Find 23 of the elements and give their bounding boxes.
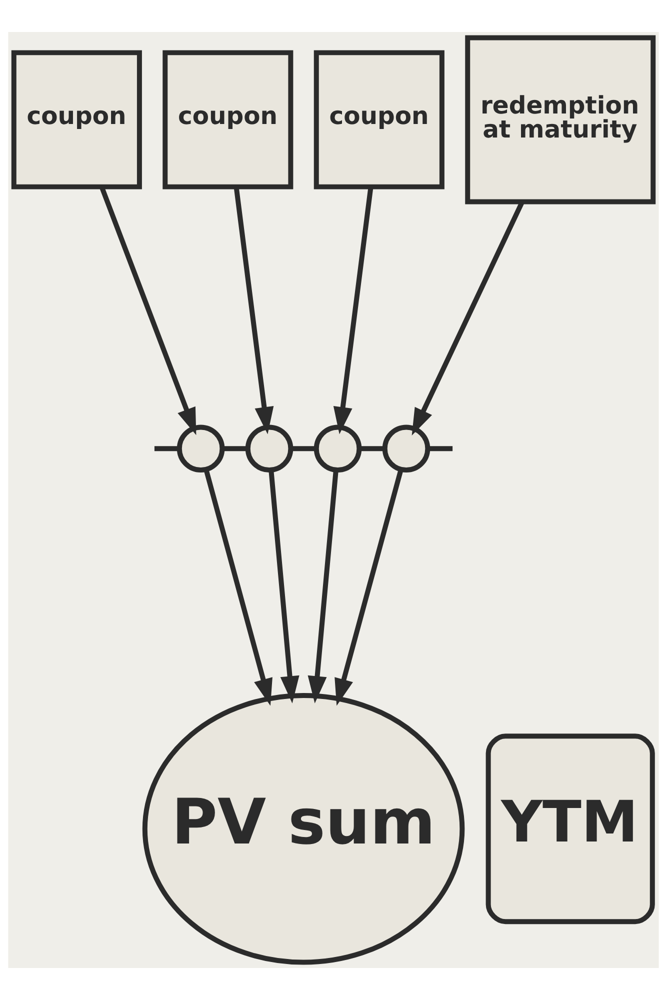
connector	[154, 446, 180, 452]
arrow	[204, 469, 272, 706]
arrow	[308, 470, 338, 704]
arrow	[333, 186, 374, 434]
node-box: coupon	[162, 50, 294, 190]
arrow	[234, 186, 274, 434]
node-box: YTM	[486, 734, 655, 924]
node-circle	[314, 424, 362, 473]
connector	[359, 446, 385, 452]
connector	[222, 446, 248, 452]
node-circle	[245, 424, 294, 473]
connector	[290, 446, 316, 452]
node-circle	[382, 424, 430, 473]
node-ellipse: PV sum	[142, 692, 465, 965]
arrow	[412, 201, 524, 436]
arrow	[268, 470, 300, 704]
node-circle	[176, 424, 225, 473]
node-box: coupon	[11, 50, 142, 190]
connector	[428, 446, 453, 452]
arrow	[99, 186, 196, 436]
node-box: redemption at maturity	[465, 35, 656, 204]
arrow	[334, 469, 404, 706]
node-box: coupon	[314, 50, 444, 190]
